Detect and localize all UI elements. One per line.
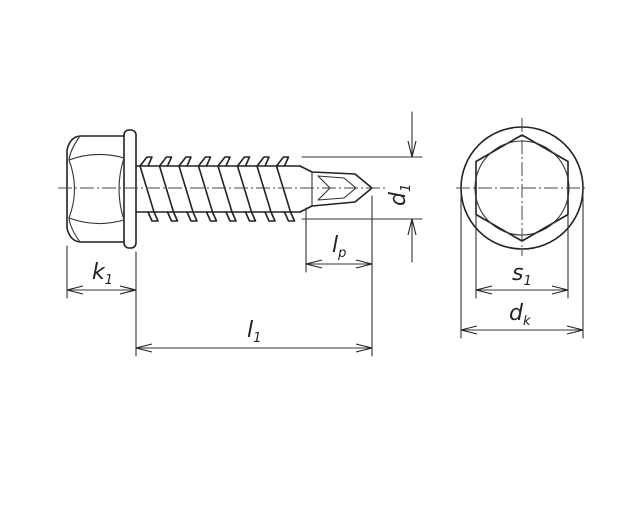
screw-end-view: [456, 118, 588, 256]
thread-crest: [158, 156, 179, 222]
dk-arrow-right: [566, 325, 584, 335]
dimension-k1: k1: [66, 245, 137, 357]
drill-point: [299, 165, 373, 213]
threaded-shank: [135, 156, 301, 222]
hex-facet-top: [68, 153, 125, 161]
d1-label: d1: [386, 184, 414, 206]
k1-label: k1: [92, 260, 113, 288]
dk-label: dk: [509, 301, 531, 329]
thread-crest: [139, 156, 159, 222]
screw-head-side: [66, 129, 137, 249]
s1-arrow-left: [475, 285, 493, 295]
dimension-l1: l1: [135, 195, 373, 357]
lp-arrow-left: [305, 259, 323, 269]
d1-arrow-bottom: [407, 218, 417, 236]
hex-chamfer-bottom: [68, 217, 81, 243]
thread-crest: [275, 156, 296, 222]
drill-point-outline: [299, 165, 373, 213]
l1-arrow-right: [355, 343, 373, 353]
flange-washer: [123, 129, 137, 249]
hex-facet-bottom: [68, 217, 125, 225]
dimension-dk: dk: [460, 195, 584, 339]
dk-arrow-left: [460, 325, 478, 335]
lp-arrow-right: [355, 259, 373, 269]
d1-arrow-top: [407, 140, 417, 158]
thread-crest: [256, 156, 276, 222]
thread-crests: [139, 156, 296, 222]
s1-label: s1: [512, 261, 532, 289]
hex-head-body: [66, 135, 125, 243]
k1-arrow-right: [119, 285, 137, 295]
thread-crest: [197, 156, 218, 222]
l1-arrow-left: [135, 343, 153, 353]
k1-arrow-left: [66, 285, 84, 295]
thread-crest: [217, 156, 237, 222]
hex-chamfer-top: [68, 135, 81, 161]
dimension-s1: s1: [475, 215, 569, 299]
thread-crest: [178, 156, 198, 222]
lp-label: lp: [332, 233, 346, 261]
hex-facet-left: [68, 159, 76, 219]
dimension-lp: lp: [305, 207, 373, 273]
s1-arrow-right: [551, 285, 569, 295]
thread-crest: [236, 156, 257, 222]
dimension-d1: d1: [301, 111, 423, 263]
hex-facet-right: [118, 157, 125, 221]
l1-label: l1: [247, 318, 261, 346]
